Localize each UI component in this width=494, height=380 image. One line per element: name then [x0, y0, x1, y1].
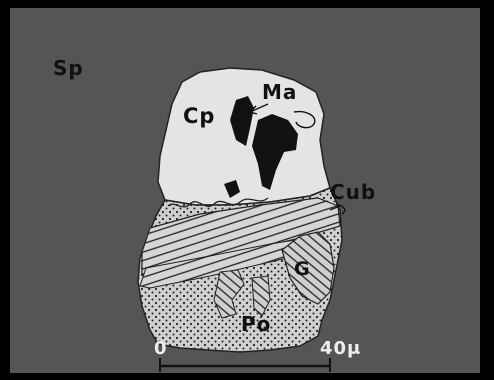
label-ma: Ma: [262, 82, 297, 102]
label-po: Po: [241, 314, 271, 334]
label-sp: Sp: [53, 58, 84, 78]
label-cub: Cub: [330, 182, 376, 202]
label-cp: Cp: [183, 106, 215, 127]
scale-bar-end: 40μ: [320, 340, 361, 358]
label-g: G: [294, 260, 311, 279]
scale-bar-start: 0: [154, 340, 168, 358]
